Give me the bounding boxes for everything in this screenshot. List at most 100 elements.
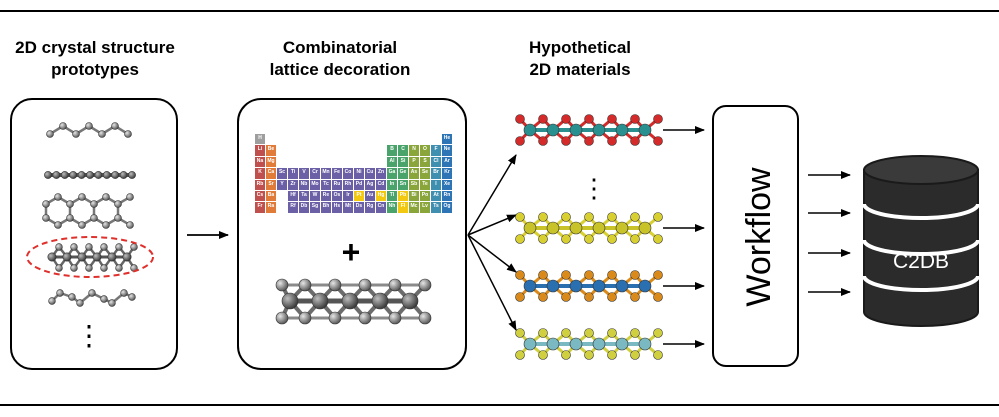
- heading-decoration-line2: lattice decoration: [269, 60, 411, 79]
- atom: [515, 212, 525, 222]
- element-tile: Hs: [332, 202, 342, 213]
- atom: [615, 337, 629, 351]
- element-tile: Re: [321, 191, 331, 202]
- atom: [66, 200, 74, 208]
- element-tile: N: [409, 145, 419, 156]
- atom: [653, 328, 663, 338]
- atom: [630, 292, 640, 302]
- element-tile: Ds: [354, 202, 364, 213]
- element-tile: Ru: [332, 179, 342, 190]
- element-tile: Ni: [354, 168, 364, 179]
- atom: [418, 311, 432, 325]
- database-icon: [862, 155, 980, 327]
- element-tile: Rh: [343, 179, 353, 190]
- element-tile: Cd: [376, 179, 386, 190]
- atom: [94, 171, 103, 179]
- atom: [615, 221, 629, 235]
- atom: [561, 292, 571, 302]
- bottom-rule: [0, 404, 999, 406]
- atom: [630, 350, 640, 360]
- heading-prototypes-line2: prototypes: [51, 60, 139, 79]
- atom: [538, 350, 548, 360]
- atom: [515, 114, 525, 124]
- atom: [52, 171, 61, 179]
- atom: [122, 252, 132, 262]
- atom: [515, 136, 525, 146]
- element-tile: Au: [365, 191, 375, 202]
- atom: [638, 279, 652, 293]
- prototypes-panel: [10, 98, 178, 370]
- heading-prototypes: 2D crystal structure prototypes: [0, 37, 190, 81]
- element-tile: I: [431, 179, 441, 190]
- atom: [42, 200, 50, 208]
- element-tile: S: [420, 156, 430, 168]
- atom: [120, 289, 128, 297]
- atom: [102, 193, 110, 201]
- atom: [115, 243, 123, 251]
- atom: [358, 311, 372, 325]
- atom: [569, 123, 583, 137]
- atom: [55, 243, 63, 251]
- element-tile: Mc: [409, 202, 419, 213]
- atom: [77, 171, 86, 179]
- element-tile: Cn: [376, 202, 386, 213]
- atom: [615, 123, 629, 137]
- element-tile: O: [420, 145, 430, 156]
- element-tile: Bh: [321, 202, 331, 213]
- atom: [54, 193, 62, 201]
- atom: [418, 278, 432, 292]
- prototype-structure-1: [46, 122, 132, 138]
- atom: [538, 114, 548, 124]
- atom: [584, 114, 594, 124]
- material-2: [515, 212, 663, 244]
- atom: [90, 200, 98, 208]
- atom: [100, 243, 108, 251]
- atom: [638, 337, 652, 351]
- atom: [48, 297, 56, 305]
- element-tile: Nb: [299, 179, 309, 190]
- atom: [130, 243, 138, 251]
- element-tile: Mn: [321, 168, 331, 179]
- atom: [515, 328, 525, 338]
- atom: [111, 171, 120, 179]
- atom: [88, 289, 96, 297]
- element-tile: K: [255, 168, 265, 179]
- atom: [569, 279, 583, 293]
- atom: [76, 299, 84, 307]
- element-tile: Rb: [255, 179, 265, 190]
- atom: [341, 292, 359, 310]
- element-tile: Cl: [431, 156, 441, 168]
- atom: [561, 212, 571, 222]
- element-tile: Lv: [420, 202, 430, 213]
- atom: [70, 264, 78, 272]
- atom: [584, 234, 594, 244]
- element-tile: Db: [299, 202, 309, 213]
- atom: [607, 270, 617, 280]
- atom: [538, 292, 548, 302]
- element-tile: Ca: [266, 168, 276, 179]
- element-tile: Y: [277, 179, 287, 190]
- element-tile: C: [398, 145, 408, 156]
- atom: [653, 114, 663, 124]
- element-tile: Br: [431, 168, 441, 179]
- fan-arrow-2: [467, 214, 517, 236]
- atom: [114, 214, 122, 222]
- element-tile: Mt: [343, 202, 353, 213]
- atom: [102, 171, 111, 179]
- fan-arrow-4: [467, 234, 517, 331]
- element-tile: Co: [343, 168, 353, 179]
- heading-decoration-line1: Combinatorial: [282, 38, 398, 57]
- atom: [546, 123, 560, 137]
- atom: [584, 328, 594, 338]
- element-tile: Ts: [431, 202, 441, 213]
- atom: [56, 289, 64, 297]
- element-tile: Be: [266, 145, 276, 156]
- atom: [78, 193, 86, 201]
- atom: [515, 292, 525, 302]
- atom: [546, 337, 560, 351]
- atom: [561, 270, 571, 280]
- atom: [59, 122, 67, 130]
- atom: [630, 114, 640, 124]
- atom: [630, 270, 640, 280]
